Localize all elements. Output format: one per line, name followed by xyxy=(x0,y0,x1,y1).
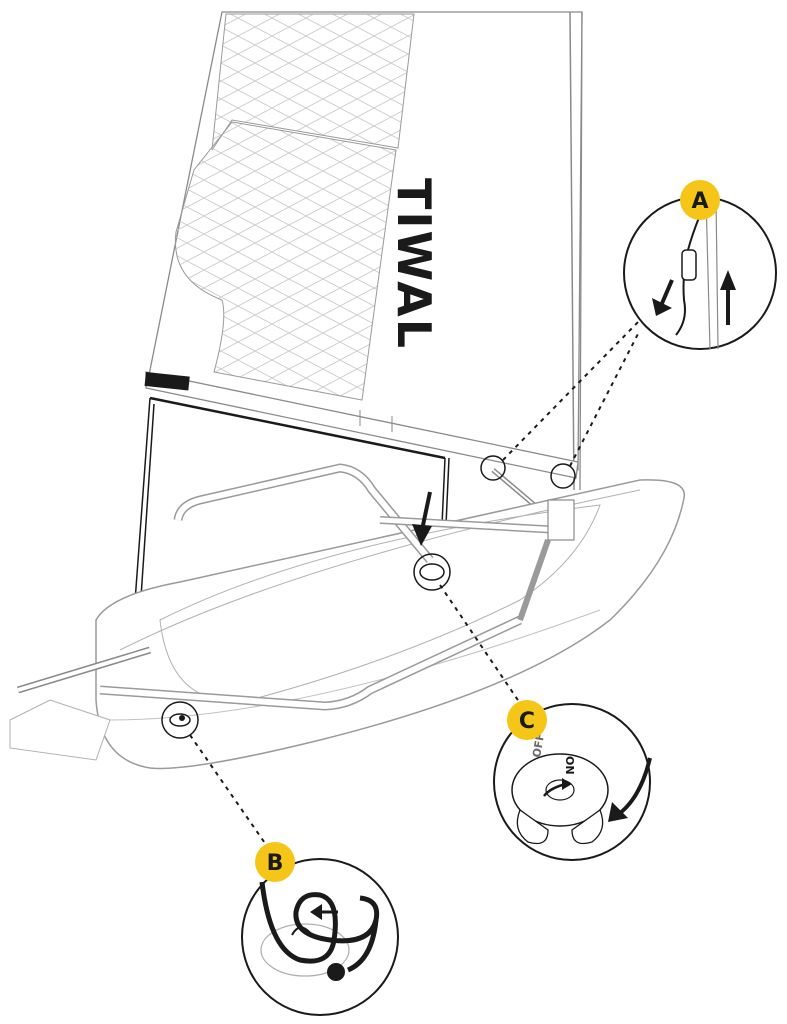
mast-edge xyxy=(579,11,583,491)
outhaul-line xyxy=(149,396,446,460)
cam-cleat-fitting xyxy=(419,563,445,581)
detail-a-mast-right xyxy=(715,196,719,350)
tack-line-right xyxy=(139,403,155,613)
detail-b-knot xyxy=(327,963,345,981)
sail-mesh-lower-panel xyxy=(174,121,397,401)
mast-step-bracket xyxy=(547,499,575,541)
highlight-ring-a-right xyxy=(550,463,576,489)
badge-a-label: A xyxy=(691,189,708,214)
detail-a: A xyxy=(623,180,777,350)
arrow-left-icon xyxy=(310,904,338,920)
badge-c-label: C xyxy=(519,709,535,734)
side-tube-far-inner xyxy=(379,517,561,533)
front-post xyxy=(517,539,551,621)
arrow-left-icon xyxy=(652,279,674,316)
hull-keel-line xyxy=(109,609,601,721)
detail-a-hook xyxy=(681,249,697,281)
detail-c-cleat-left xyxy=(516,808,549,845)
sail xyxy=(147,11,583,491)
detail-a-mast-left xyxy=(705,196,711,350)
curved-arrow-icon xyxy=(543,778,572,797)
arrow-up-icon xyxy=(720,270,736,325)
frame-tubes xyxy=(9,463,575,761)
brand-logo: TIWAL xyxy=(387,178,441,350)
highlight-ring-a-left xyxy=(480,455,506,481)
knob-off-label: OFF xyxy=(530,732,547,758)
detail-b: B xyxy=(241,842,399,1016)
highlight-ring-b xyxy=(161,701,199,739)
knob-on-label: ON xyxy=(563,756,576,775)
side-tube-near-inner xyxy=(99,617,522,710)
bow-fitting-center xyxy=(179,715,185,721)
badge-b-label: B xyxy=(267,851,284,876)
detail-c-cleat-right xyxy=(571,808,604,845)
detail-b-shackle xyxy=(291,926,313,936)
rudder xyxy=(9,699,111,761)
detail-b-fitting xyxy=(260,923,350,977)
leader-lines xyxy=(189,319,641,863)
tack-line-left xyxy=(133,397,151,616)
detail-b-line-tail xyxy=(346,919,379,973)
mast xyxy=(569,11,575,491)
highlight-ring-c xyxy=(413,553,451,591)
front-frame-tube-inner xyxy=(175,464,433,562)
arrow-down-icon xyxy=(412,491,432,546)
leader-b xyxy=(189,734,279,863)
badge-b xyxy=(255,842,295,882)
leader-a-1 xyxy=(502,319,641,461)
badge-c xyxy=(507,700,547,740)
arrow-big-curved-icon xyxy=(608,757,652,822)
boom-end-cap xyxy=(144,372,190,391)
tiller-extension-inner xyxy=(17,648,151,692)
sail-mesh-upper-panel xyxy=(211,13,415,151)
leader-a-2 xyxy=(569,329,641,467)
deck-fittings xyxy=(169,563,445,727)
boom xyxy=(144,371,579,479)
badge-a xyxy=(680,180,720,220)
detail-c: ON OFF C xyxy=(493,700,652,861)
